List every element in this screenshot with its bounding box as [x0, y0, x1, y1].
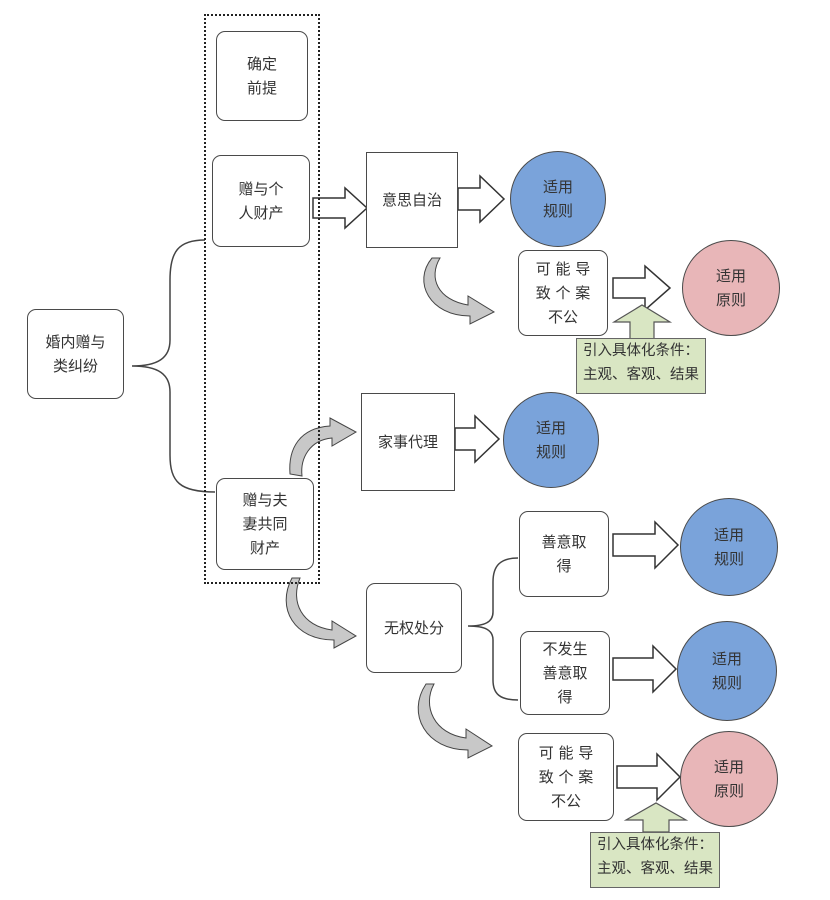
block-arrow-goodfaith-rule: [612, 520, 680, 570]
rule-outcome-4: 适用 规则: [677, 621, 777, 721]
brace-root: [131, 239, 216, 493]
block-arrow-agency-rule: [454, 414, 501, 464]
gift-common-node: 赠与夫 妻共同 财产: [216, 478, 314, 570]
up-arrow-note2: [623, 802, 689, 833]
no-good-faith-node: 不发生 善意取 得: [520, 631, 610, 715]
premise-node: 确定 前提: [216, 31, 308, 121]
curved-arrow-common-unauthorized: [285, 577, 357, 649]
curved-arrow-autonomy-unfair1: [423, 257, 496, 325]
block-arrow-to-autonomy: [312, 186, 369, 230]
conditions-note-2: 引入具体化条件： 主观、客观、结果: [590, 832, 720, 888]
unfair-node-2: 可 能 导 致 个 案 不公: [518, 733, 614, 821]
block-arrow-unfair1-principle: [612, 264, 672, 312]
rule-outcome-3: 适用 规则: [680, 498, 778, 596]
curved-arrow-common-agency: [289, 417, 358, 477]
gift-personal-node: 赠与个 人财产: [212, 155, 310, 247]
principle-outcome-1: 适用 原则: [682, 240, 780, 336]
unfair-node-1: 可 能 导 致 个 案 不公: [518, 250, 608, 336]
up-arrow-note1: [611, 304, 673, 341]
unauthorized-node: 无权处分: [366, 583, 462, 673]
root-node: 婚内赠与 类纠纷: [27, 309, 124, 399]
good-faith-node: 善意取 得: [519, 511, 609, 597]
premise-group-frame: [204, 14, 320, 584]
block-arrow-autonomy-rule: [457, 174, 506, 224]
rule-outcome-2: 适用 规则: [503, 392, 599, 488]
block-arrow-nogoodfaith-rule: [612, 644, 678, 694]
block-arrow-unfair2-principle: [616, 752, 682, 802]
principle-outcome-2: 适用 原则: [680, 731, 778, 827]
rule-outcome-1: 适用 规则: [510, 151, 606, 247]
curved-arrow-unauthorized-unfair2: [417, 683, 494, 759]
conditions-note-1: 引入具体化条件： 主观、客观、结果: [576, 338, 706, 394]
autonomy-node: 意思自治: [366, 152, 458, 248]
brace-unauthorized: [467, 557, 519, 701]
agency-node: 家事代理: [361, 393, 455, 491]
